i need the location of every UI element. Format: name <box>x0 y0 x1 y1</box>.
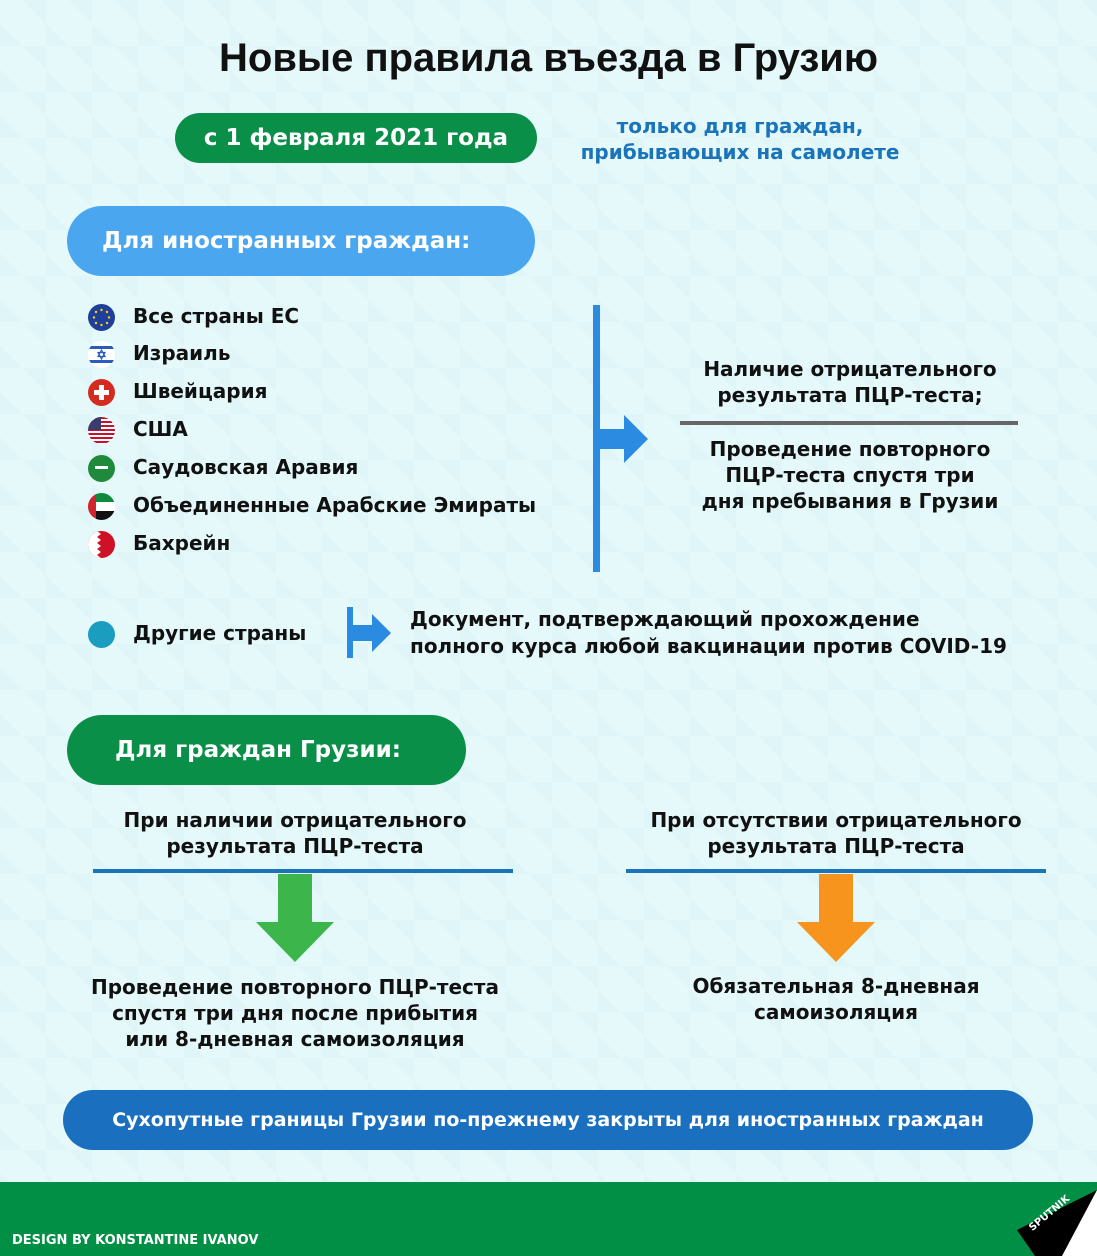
divider <box>680 421 1018 425</box>
country-label: Бахрейн <box>133 531 231 555</box>
text-line: или 8-дневная самоизоляция <box>125 1027 465 1051</box>
design-credit: DESIGN BY KONSTANTINE IVANOV <box>12 1233 259 1248</box>
divider <box>93 869 513 873</box>
text-line: результата ПЦР-теста <box>166 834 424 858</box>
date-badge: с 1 февраля 2021 года <box>175 113 537 163</box>
georgian-heading: Для граждан Грузии: <box>67 715 466 785</box>
text-line: дня пребывания в Грузии <box>701 489 999 513</box>
requirement-repeat-pcr: Проведение повторного ПЦР-теста спустя т… <box>670 436 1030 514</box>
divider <box>626 869 1046 873</box>
text-line: Проведение повторного ПЦР-теста <box>90 975 500 999</box>
text-line: полного курса любой вакцинации против CO… <box>410 634 1007 658</box>
eu-flag-icon <box>88 304 115 331</box>
land-borders-banner: Сухопутные границы Грузии по-прежнему за… <box>63 1090 1033 1150</box>
bahrain-flag-icon <box>88 531 115 558</box>
saudi-flag-icon <box>88 455 115 482</box>
note-line: прибывающих на самолете <box>580 140 900 164</box>
arrow-right-icon <box>600 415 648 463</box>
country-label: Объединенные Арабские Эмираты <box>133 493 537 517</box>
text-line: результата ПЦР-теста <box>707 834 965 858</box>
uae-flag-icon <box>88 493 115 520</box>
bracket-line <box>347 607 353 658</box>
right-result: Обязательная 8-дневная самоизоляция <box>636 973 1036 1025</box>
arrow-down-green-icon <box>256 874 334 962</box>
left-condition: При наличии отрицательного результата ПЦ… <box>75 807 515 859</box>
country-label: США <box>133 417 188 441</box>
text-line: Обязательная 8-дневная <box>692 974 980 998</box>
text-line: При наличии отрицательного <box>123 808 467 832</box>
requirement-pcr: Наличие отрицательного результата ПЦР-те… <box>670 356 1030 408</box>
text-line: Проведение повторного <box>709 437 991 461</box>
sputnik-logo: SPUTNIK <box>1017 1190 1097 1256</box>
text-line: ПЦР-теста спустя три <box>725 463 975 487</box>
country-label: Саудовская Аравия <box>133 455 359 479</box>
left-result: Проведение повторного ПЦР-теста спустя т… <box>45 974 545 1052</box>
text-line: результата ПЦР-теста; <box>717 383 983 407</box>
country-label: Израиль <box>133 341 231 365</box>
other-countries-label: Другие страны <box>133 621 307 645</box>
foreign-heading: Для иностранных граждан: <box>67 206 535 276</box>
israel-flag-icon <box>88 341 115 368</box>
bracket-line <box>593 305 600 572</box>
background-pattern <box>0 0 1097 1182</box>
note-line: только для граждан, <box>616 114 864 138</box>
page-title: Новые правила въезда в Грузию <box>219 36 878 80</box>
text-line: При отсутствии отрицательного <box>650 808 1022 832</box>
country-label: Все страны ЕС <box>133 304 300 328</box>
usa-flag-icon <box>88 417 115 444</box>
text-line: самоизоляция <box>754 1000 918 1024</box>
footer: DESIGN BY KONSTANTINE IVANOV SPUTNIK <box>0 1182 1097 1256</box>
text-line: Наличие отрицательного <box>703 357 997 381</box>
arrow-down-orange-icon <box>797 874 875 962</box>
arrow-right-icon <box>353 614 391 652</box>
switzerland-flag-icon <box>88 379 115 406</box>
vaccination-requirement: Документ, подтверждающий прохождение пол… <box>410 606 1007 660</box>
air-travel-note: только для граждан, прибывающих на самол… <box>550 113 930 165</box>
right-condition: При отсутствии отрицательного результата… <box>606 807 1066 859</box>
text-line: Документ, подтверждающий прохождение <box>410 607 920 631</box>
country-label: Швейцария <box>133 379 268 403</box>
other-countries-dot <box>88 621 115 648</box>
text-line: спустя три дня после прибытия <box>112 1001 478 1025</box>
